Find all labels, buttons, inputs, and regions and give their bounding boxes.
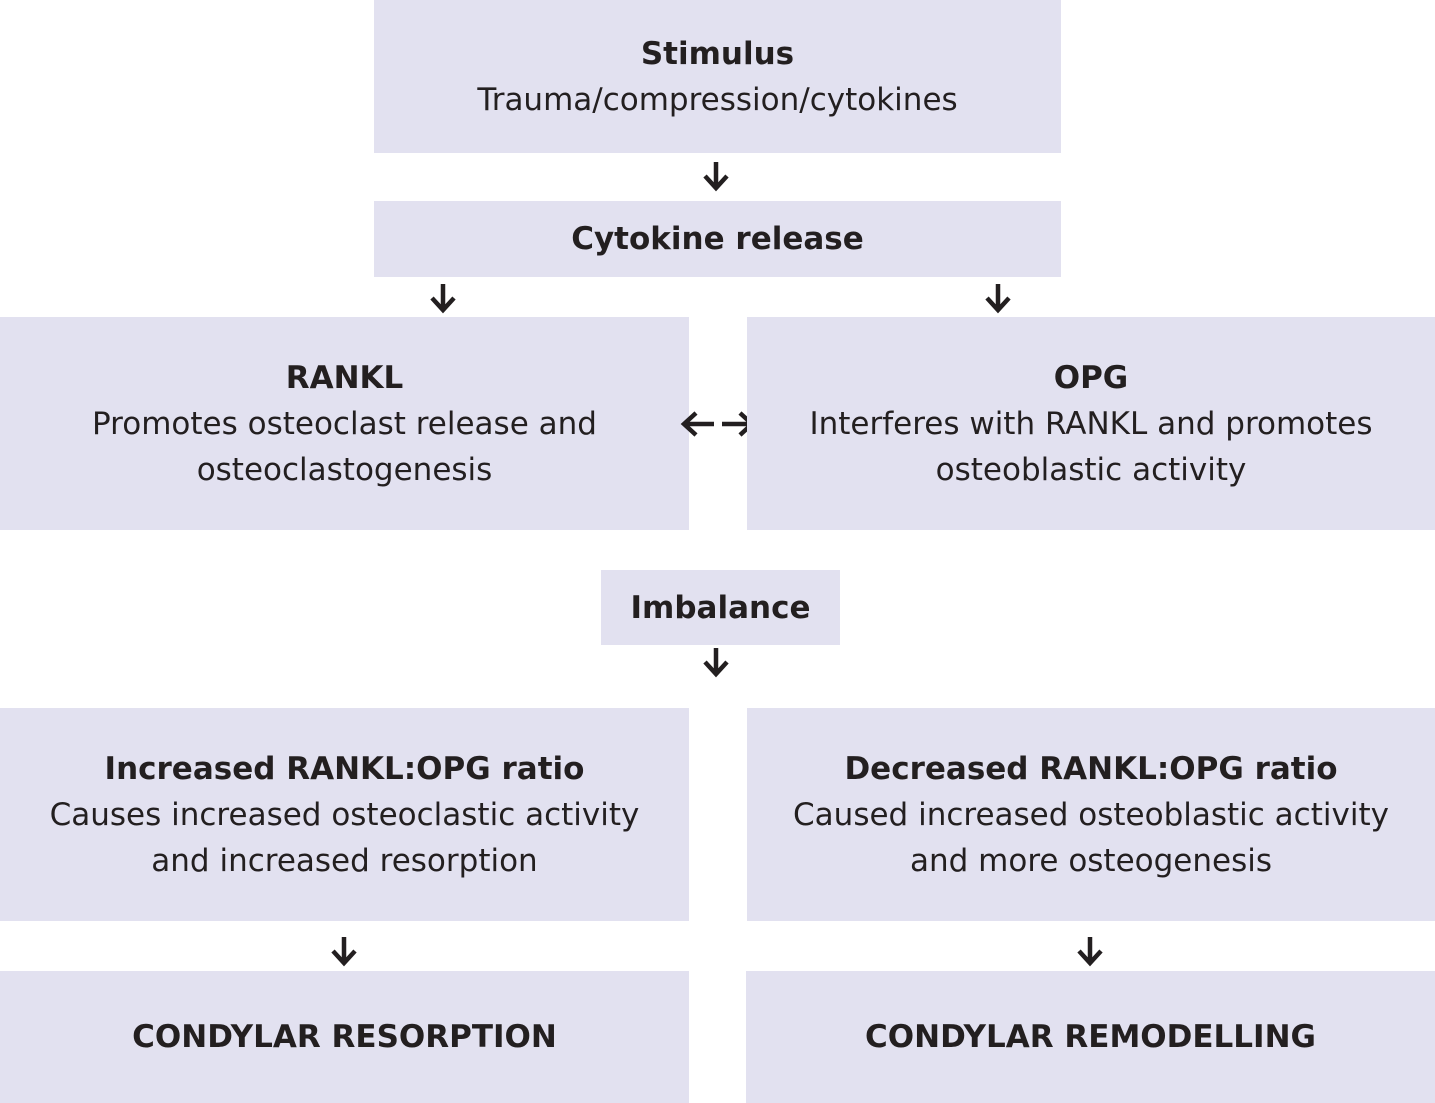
arrow-down-icon xyxy=(701,646,731,678)
increased-ratio-title: Increased RANKL:OPG ratio xyxy=(104,750,585,787)
cytokine-release-box: Cytokine release xyxy=(374,201,1061,277)
arrow-down-icon xyxy=(701,160,731,192)
stimulus-desc: Trauma/compression/cytokines xyxy=(477,81,958,118)
double-arrow-icon xyxy=(680,408,756,440)
condylar-resorption-box: CONDYLAR RESORPTION xyxy=(0,971,689,1103)
stimulus-title: Stimulus xyxy=(640,35,795,72)
opg-box: OPG Interferes with RANKL and promotes o… xyxy=(747,317,1435,530)
imbalance-title: Imbalance xyxy=(630,589,811,626)
condylar-remodelling-title: CONDYLAR REMODELLING xyxy=(865,1019,1316,1055)
arrow-down-icon xyxy=(983,282,1013,314)
stimulus-box: Stimulus Trauma/compression/cytokines xyxy=(374,0,1061,153)
arrow-down-icon xyxy=(1075,935,1105,967)
arrow-down-icon xyxy=(428,282,458,314)
imbalance-box: Imbalance xyxy=(601,570,840,645)
opg-desc-line2: osteoblastic activity xyxy=(935,451,1247,488)
condylar-resorption-title: CONDYLAR RESORPTION xyxy=(132,1019,557,1055)
decreased-ratio-box: Decreased RANKL:OPG ratio Caused increas… xyxy=(747,708,1435,921)
rankl-desc-line1: Promotes osteoclast release and xyxy=(92,405,597,442)
rankl-box: RANKL Promotes osteoclast release and os… xyxy=(0,317,689,530)
opg-title: OPG xyxy=(1053,359,1129,396)
decreased-ratio-desc-line1: Caused increased osteoblastic activity xyxy=(793,796,1389,833)
increased-ratio-desc-line1: Causes increased osteoclastic activity xyxy=(49,796,640,833)
increased-ratio-desc-line2: and increased resorption xyxy=(151,842,538,879)
cytokine-release-title: Cytokine release xyxy=(571,221,864,257)
rankl-title: RANKL xyxy=(285,359,404,396)
arrow-down-icon xyxy=(329,935,359,967)
condylar-remodelling-box: CONDYLAR REMODELLING xyxy=(746,971,1435,1103)
decreased-ratio-title: Decreased RANKL:OPG ratio xyxy=(844,750,1338,787)
decreased-ratio-desc-line2: and more osteogenesis xyxy=(909,842,1273,879)
rankl-desc-line2: osteoclastogenesis xyxy=(196,451,493,488)
increased-ratio-box: Increased RANKL:OPG ratio Causes increas… xyxy=(0,708,689,921)
opg-desc-line1: Interferes with RANKL and promotes xyxy=(809,405,1373,442)
